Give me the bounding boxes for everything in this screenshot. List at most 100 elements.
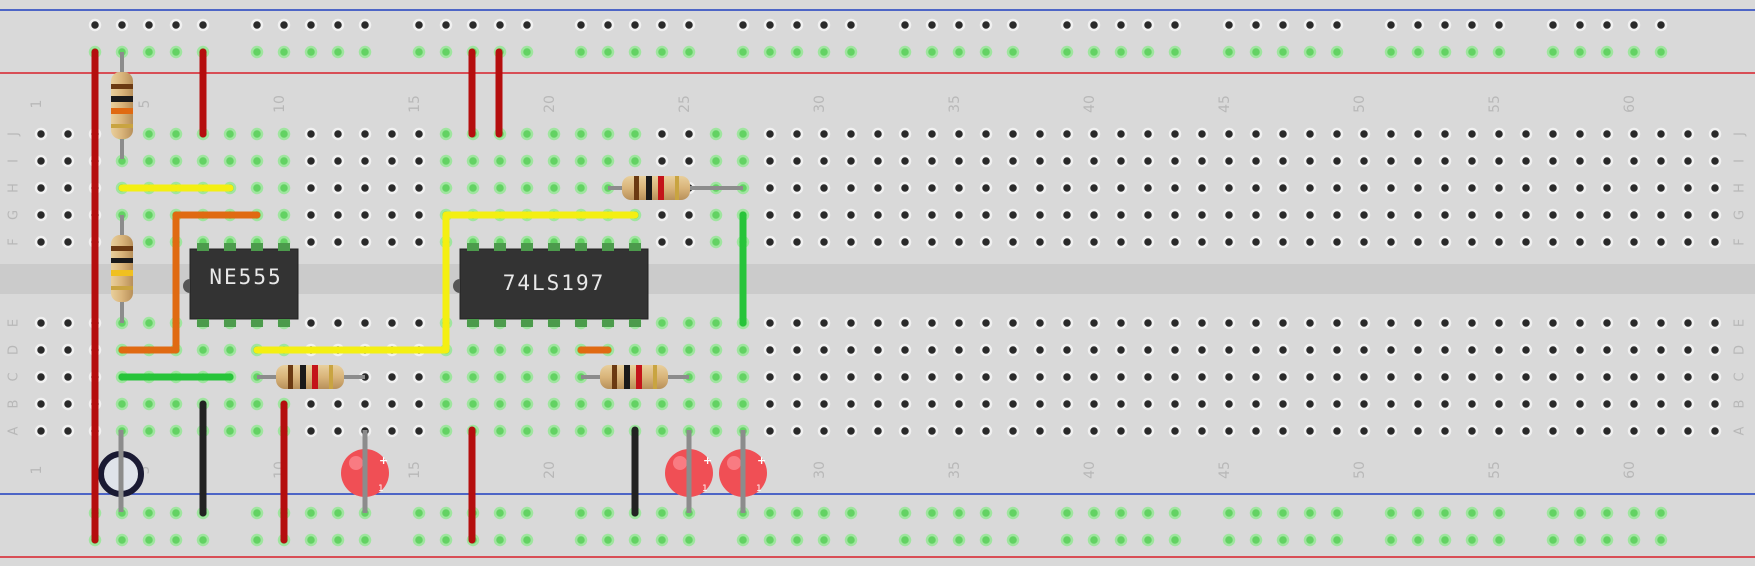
hole[interactable] xyxy=(412,127,426,141)
hole[interactable] xyxy=(682,316,696,330)
hole[interactable] xyxy=(871,208,885,222)
hole[interactable] xyxy=(871,154,885,168)
hole[interactable] xyxy=(520,127,534,141)
hole[interactable] xyxy=(1411,127,1425,141)
hole[interactable] xyxy=(439,370,453,384)
hole[interactable] xyxy=(655,154,669,168)
hole[interactable] xyxy=(520,397,534,411)
hole[interactable] xyxy=(1438,533,1452,547)
hole[interactable] xyxy=(358,235,372,249)
hole[interactable] xyxy=(925,424,939,438)
hole[interactable] xyxy=(250,154,264,168)
hole[interactable] xyxy=(1654,424,1668,438)
hole[interactable] xyxy=(1006,181,1020,195)
hole[interactable] xyxy=(1465,154,1479,168)
hole[interactable] xyxy=(1546,316,1560,330)
hole[interactable] xyxy=(655,343,669,357)
ic-ne555[interactable]: NE555 xyxy=(183,248,299,320)
hole[interactable] xyxy=(1276,127,1290,141)
hole[interactable] xyxy=(817,506,831,520)
hole[interactable] xyxy=(1114,370,1128,384)
hole[interactable] xyxy=(1708,370,1722,384)
hole[interactable] xyxy=(142,45,156,59)
hole[interactable] xyxy=(601,533,615,547)
hole[interactable] xyxy=(1519,370,1533,384)
hole[interactable] xyxy=(1330,181,1344,195)
hole[interactable] xyxy=(1600,424,1614,438)
hole[interactable] xyxy=(736,45,750,59)
hole[interactable] xyxy=(1627,18,1641,32)
hole[interactable] xyxy=(763,424,777,438)
hole[interactable] xyxy=(1168,343,1182,357)
hole[interactable] xyxy=(142,506,156,520)
hole[interactable] xyxy=(520,343,534,357)
hole[interactable] xyxy=(817,397,831,411)
hole[interactable] xyxy=(1303,397,1317,411)
hole[interactable] xyxy=(196,533,210,547)
hole[interactable] xyxy=(1492,45,1506,59)
wire-yellow-long[interactable] xyxy=(253,211,639,354)
hole[interactable] xyxy=(1249,506,1263,520)
hole[interactable] xyxy=(439,18,453,32)
hole[interactable] xyxy=(574,506,588,520)
hole[interactable] xyxy=(1465,235,1479,249)
hole[interactable] xyxy=(1276,424,1290,438)
hole[interactable] xyxy=(844,506,858,520)
hole[interactable] xyxy=(601,424,615,438)
hole[interactable] xyxy=(439,506,453,520)
hole[interactable] xyxy=(1060,127,1074,141)
hole[interactable] xyxy=(763,127,777,141)
hole[interactable] xyxy=(1492,208,1506,222)
hole[interactable] xyxy=(1168,235,1182,249)
hole[interactable] xyxy=(1141,506,1155,520)
hole[interactable] xyxy=(1384,208,1398,222)
hole[interactable] xyxy=(1519,208,1533,222)
hole[interactable] xyxy=(142,397,156,411)
hole[interactable] xyxy=(655,506,669,520)
hole[interactable] xyxy=(1006,343,1020,357)
hole[interactable] xyxy=(898,397,912,411)
hole[interactable] xyxy=(1492,370,1506,384)
hole[interactable] xyxy=(790,208,804,222)
hole[interactable] xyxy=(1681,154,1695,168)
wire-orange-1[interactable] xyxy=(118,211,261,354)
hole[interactable] xyxy=(1546,533,1560,547)
hole[interactable] xyxy=(439,397,453,411)
hole[interactable] xyxy=(466,181,480,195)
hole[interactable] xyxy=(1141,370,1155,384)
hole[interactable] xyxy=(1384,370,1398,384)
hole[interactable] xyxy=(1168,316,1182,330)
hole[interactable] xyxy=(277,154,291,168)
hole[interactable] xyxy=(817,343,831,357)
hole[interactable] xyxy=(1087,533,1101,547)
hole[interactable] xyxy=(925,45,939,59)
hole[interactable] xyxy=(1438,316,1452,330)
hole[interactable] xyxy=(61,343,75,357)
hole[interactable] xyxy=(1141,208,1155,222)
hole[interactable] xyxy=(736,127,750,141)
hole[interactable] xyxy=(1222,533,1236,547)
hole[interactable] xyxy=(871,424,885,438)
hole[interactable] xyxy=(979,397,993,411)
hole[interactable] xyxy=(817,154,831,168)
hole[interactable] xyxy=(1654,533,1668,547)
hole[interactable] xyxy=(1087,424,1101,438)
hole[interactable] xyxy=(412,316,426,330)
hole[interactable] xyxy=(1114,316,1128,330)
hole[interactable] xyxy=(1168,154,1182,168)
hole[interactable] xyxy=(1249,18,1263,32)
hole[interactable] xyxy=(1600,343,1614,357)
hole[interactable] xyxy=(1519,235,1533,249)
hole[interactable] xyxy=(790,533,804,547)
hole[interactable] xyxy=(1033,424,1047,438)
hole[interactable] xyxy=(925,235,939,249)
hole[interactable] xyxy=(1276,45,1290,59)
hole[interactable] xyxy=(1411,235,1425,249)
hole[interactable] xyxy=(61,316,75,330)
hole[interactable] xyxy=(1087,181,1101,195)
hole[interactable] xyxy=(1249,127,1263,141)
hole[interactable] xyxy=(1006,506,1020,520)
hole[interactable] xyxy=(1249,208,1263,222)
hole[interactable] xyxy=(979,424,993,438)
hole[interactable] xyxy=(844,424,858,438)
